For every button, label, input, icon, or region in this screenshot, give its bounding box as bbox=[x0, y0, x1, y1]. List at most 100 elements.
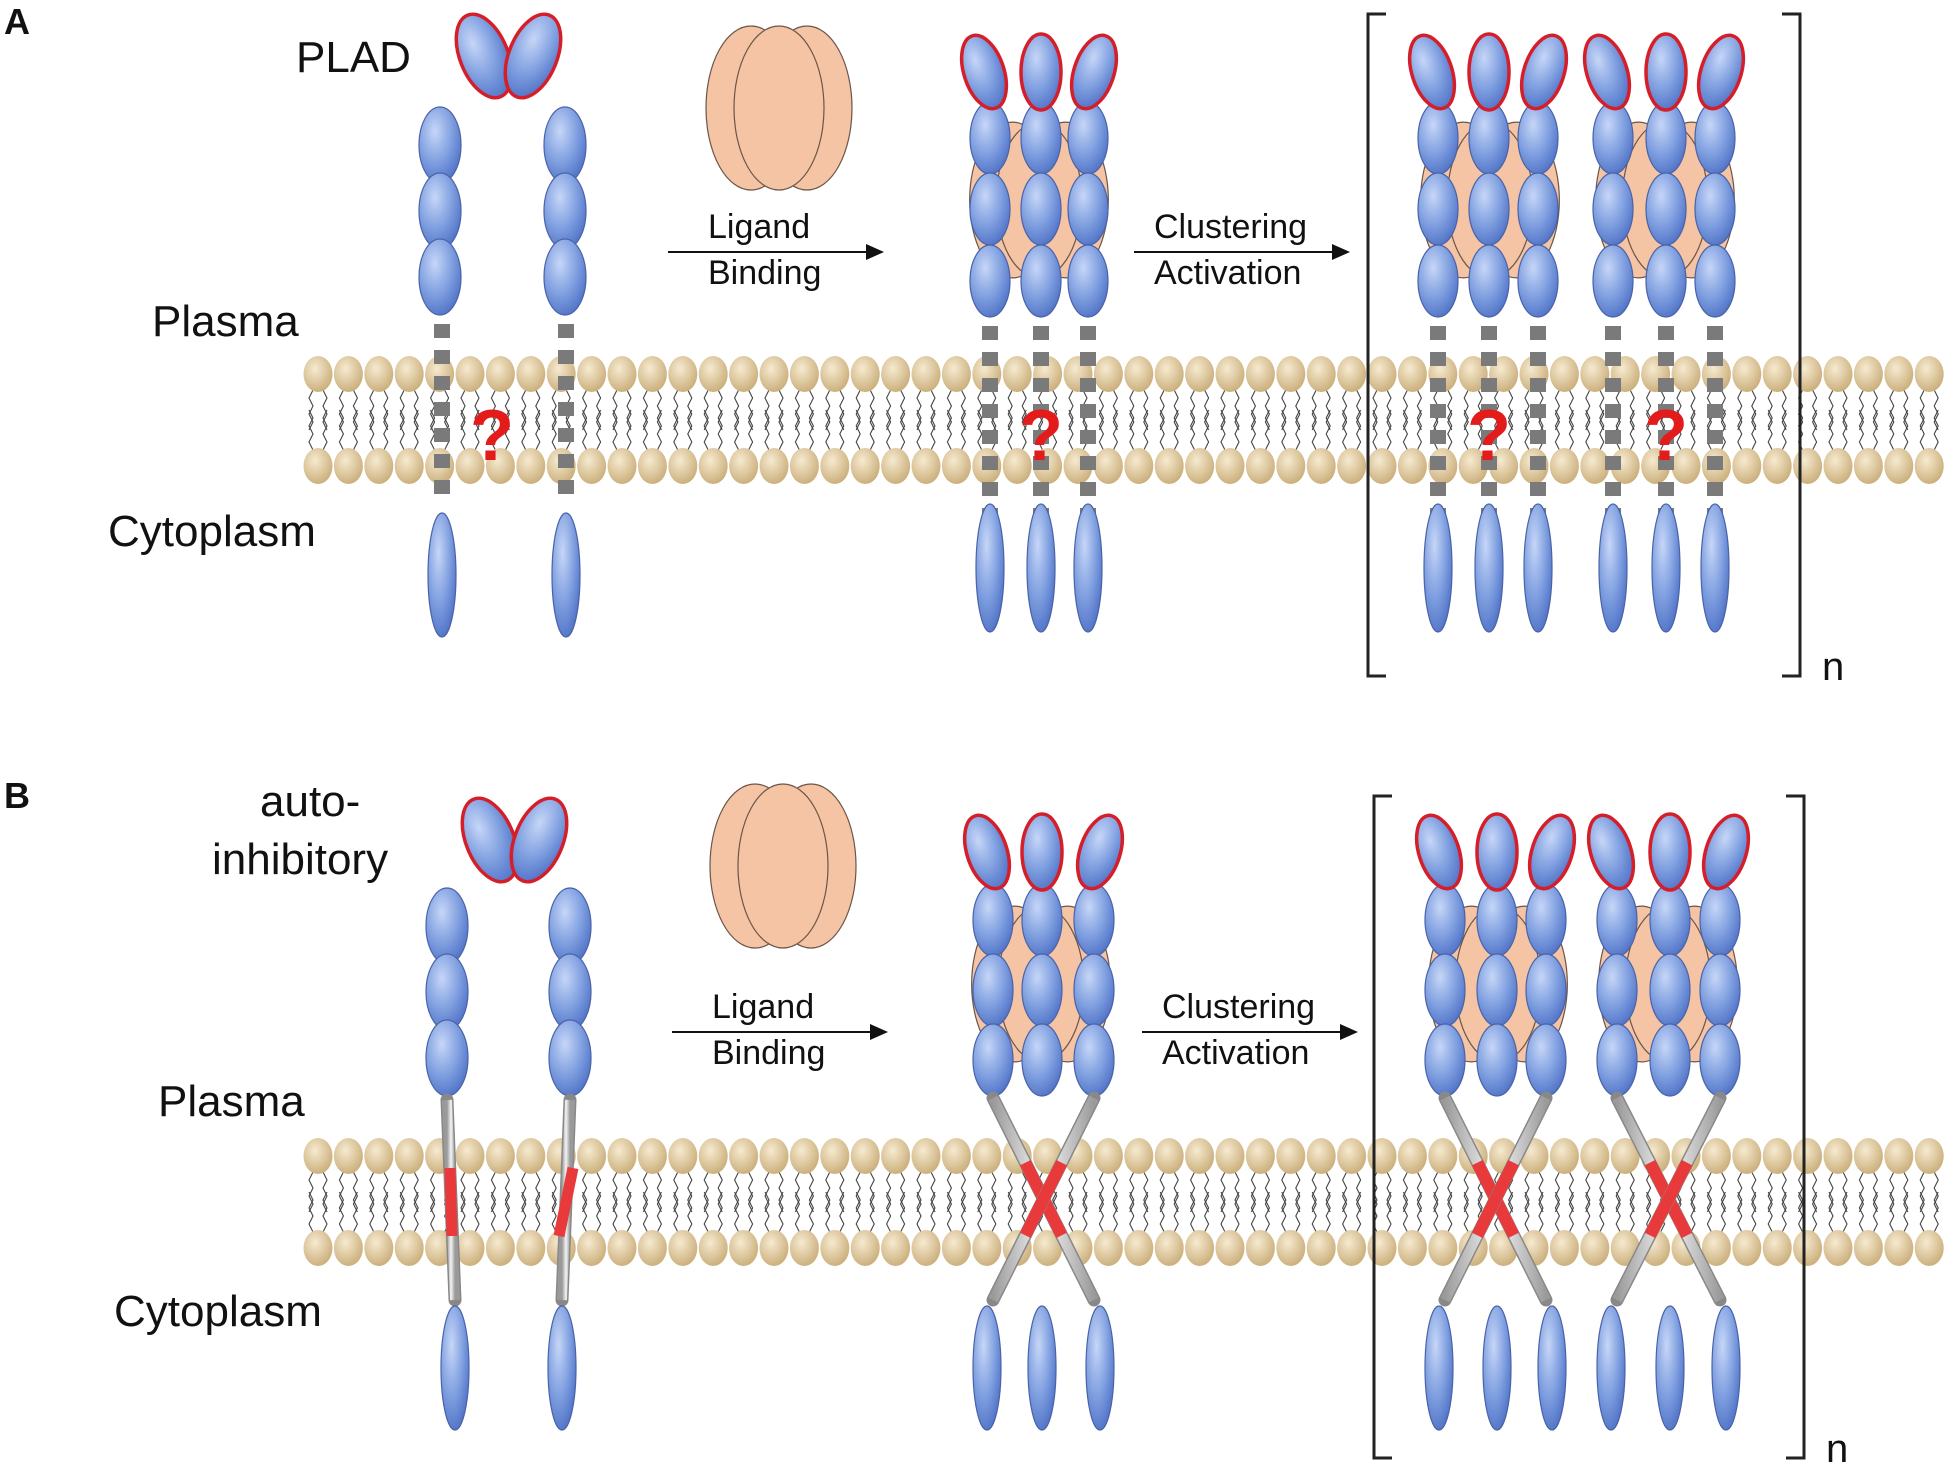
extracellular-domain bbox=[1645, 101, 1687, 175]
lipid-head bbox=[1793, 356, 1823, 392]
lipid-tail bbox=[399, 1171, 419, 1213]
tm-linker-segment bbox=[1080, 456, 1096, 470]
tm-linker-segment bbox=[1430, 430, 1446, 444]
plasma-membrane-a bbox=[303, 356, 1944, 484]
lipid-head bbox=[1033, 1230, 1063, 1266]
lipid-tail bbox=[1828, 1171, 1848, 1213]
lipid-tail bbox=[1159, 389, 1179, 431]
lipid-tail bbox=[369, 409, 389, 451]
lipid-head bbox=[1215, 356, 1245, 392]
lipid-tail bbox=[1220, 409, 1240, 451]
lipid-head bbox=[1215, 1138, 1245, 1174]
lipid-head bbox=[759, 1138, 789, 1174]
extracellular-domain bbox=[1020, 172, 1062, 246]
extracellular-domain bbox=[1649, 883, 1691, 957]
intracellular-domain bbox=[1026, 503, 1056, 633]
intracellular-domain bbox=[1424, 1305, 1454, 1431]
extracellular-domain bbox=[1596, 883, 1638, 957]
lipid-head bbox=[911, 1230, 941, 1266]
lipid-head bbox=[577, 1138, 607, 1174]
lipid-tail bbox=[1311, 1191, 1331, 1233]
lipid-head bbox=[1458, 356, 1488, 392]
lipid-tail bbox=[946, 409, 967, 451]
tm-linker-segment bbox=[1033, 430, 1049, 444]
lipid-head bbox=[1154, 448, 1184, 484]
plad-domain bbox=[1019, 32, 1063, 112]
tm-linker-segment bbox=[558, 428, 574, 442]
lipid-tail bbox=[308, 1171, 328, 1213]
lipid-tail bbox=[733, 389, 754, 431]
lipid-tail bbox=[703, 389, 723, 431]
lipid-tail bbox=[1737, 1171, 1757, 1213]
lipid-tail bbox=[1585, 409, 1605, 451]
extracellular-domain bbox=[1517, 244, 1559, 318]
lipid-tail bbox=[673, 1191, 693, 1233]
tm-linker-segment bbox=[1530, 482, 1546, 496]
lipid-tail bbox=[612, 389, 632, 431]
extracellular-domain bbox=[1468, 101, 1510, 175]
plad-domain bbox=[1586, 813, 1636, 891]
tm-linker-segment bbox=[1605, 326, 1621, 340]
tm-linker-segment bbox=[558, 376, 574, 390]
tm-linker-segment bbox=[434, 428, 450, 442]
lipid-tail bbox=[885, 389, 906, 431]
intracellular-domain bbox=[547, 1305, 577, 1431]
lipid-head bbox=[333, 356, 363, 392]
tm-linker-segment bbox=[982, 456, 998, 470]
tm-linker-segment bbox=[1658, 378, 1674, 392]
cluster-bracket-a bbox=[1366, 12, 1802, 678]
extracellular-domain bbox=[1699, 883, 1741, 957]
tm-linker-segment bbox=[1707, 326, 1723, 340]
lipid-head bbox=[455, 1138, 485, 1174]
lipid-head bbox=[1823, 356, 1853, 392]
lipid-head bbox=[455, 356, 485, 392]
lipid-tail bbox=[490, 409, 511, 451]
tm-linker-segment bbox=[1481, 456, 1497, 470]
arrow-a1-line1: Ligand bbox=[708, 208, 810, 246]
lipid-head bbox=[972, 1230, 1002, 1266]
extracellular-domain bbox=[1699, 953, 1741, 1027]
lipid-tail bbox=[1250, 409, 1271, 451]
lipid-tail bbox=[1767, 1191, 1787, 1233]
lipid-head bbox=[1671, 356, 1701, 392]
lipid-tail bbox=[885, 1171, 906, 1213]
extracellular-domain bbox=[1517, 101, 1559, 175]
lipid-tail bbox=[1189, 1191, 1210, 1233]
receptor-trimer-a: ? bbox=[959, 32, 1119, 633]
lipid-tail bbox=[1554, 389, 1575, 431]
ligand-trimer-b bbox=[709, 783, 857, 949]
lipid-head bbox=[1276, 1230, 1306, 1266]
question-mark: ? bbox=[470, 396, 514, 476]
lipid-tail bbox=[977, 1171, 997, 1213]
lipid-head bbox=[577, 356, 607, 392]
extracellular-domain bbox=[1424, 953, 1466, 1027]
tm-linker-segment bbox=[1481, 430, 1497, 444]
lipid-tail bbox=[1159, 409, 1179, 451]
lipid-head bbox=[1671, 448, 1701, 484]
lipid-tail bbox=[1919, 409, 1939, 451]
intracellular-domain bbox=[1596, 1305, 1626, 1431]
receptor-dimer-resting-a: ? bbox=[418, 12, 587, 638]
lipid-tail bbox=[916, 1171, 936, 1213]
lipid-head bbox=[1823, 1138, 1853, 1174]
lipid-tail bbox=[916, 409, 936, 451]
lipid-head bbox=[394, 448, 424, 484]
lipid-tail bbox=[1463, 389, 1483, 431]
lipid-head bbox=[729, 1230, 759, 1266]
lipid-tail bbox=[308, 1191, 328, 1233]
lipid-head bbox=[607, 1230, 637, 1266]
lipid-head bbox=[1337, 1230, 1367, 1266]
lipid-head bbox=[1701, 1138, 1731, 1174]
lipid-tail bbox=[703, 1191, 723, 1233]
cytoplasm-label-b: Cytoplasm bbox=[114, 1287, 322, 1336]
tm-linker-segment bbox=[1033, 482, 1049, 496]
lipid-head bbox=[1762, 1138, 1792, 1174]
lipid-head bbox=[1124, 1230, 1154, 1266]
lipid-head bbox=[364, 1230, 394, 1266]
lipid-head bbox=[1397, 1138, 1427, 1174]
tm-linker-segment bbox=[1080, 430, 1096, 444]
arrow-b1-line2: Binding bbox=[712, 1034, 825, 1072]
tm-linker-segment bbox=[434, 350, 450, 364]
tm-linker-segment bbox=[1605, 352, 1621, 366]
lipid-head bbox=[941, 356, 971, 392]
